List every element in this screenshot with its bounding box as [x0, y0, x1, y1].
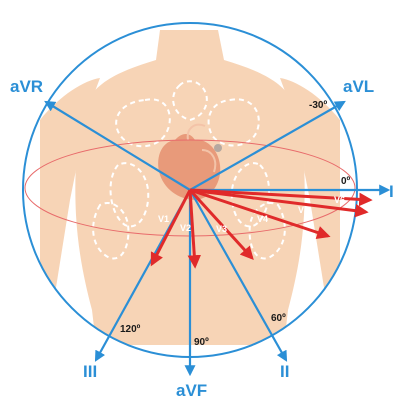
vector-v3: [188, 188, 254, 260]
axis-avr: [44, 100, 191, 191]
precordial-lead-vectors: [150, 188, 373, 269]
label-v2: V2: [180, 223, 191, 233]
label-avf: aVF: [176, 381, 207, 400]
label-v1: V1: [158, 214, 169, 224]
label-i: I: [389, 182, 394, 201]
vector-v1: [150, 189, 192, 267]
angle-avf: 90º: [194, 337, 209, 348]
label-avl: aVL: [343, 77, 374, 96]
vector-v5: [189, 188, 369, 218]
angle-iii: 120º: [120, 324, 141, 335]
angle-avl: -30º: [309, 100, 327, 111]
label-v5: V5: [298, 205, 309, 215]
angle-i: 0º: [341, 176, 351, 187]
label-iii: III: [83, 362, 97, 381]
angle-ii: 60º: [271, 313, 286, 324]
label-ii: II: [280, 362, 289, 381]
vector-v2: [187, 189, 202, 269]
label-avr: aVR: [10, 77, 43, 96]
axis-avl: [189, 100, 346, 191]
vector-v4: [189, 188, 331, 239]
label-v4: V4: [257, 214, 268, 224]
heart: [158, 123, 222, 200]
precordial-labels: V1 V2 V3 V4 V5 V6: [158, 195, 345, 234]
label-v3: V3: [216, 224, 227, 234]
axis-ii: [189, 189, 288, 362]
label-v6: V6: [334, 195, 345, 205]
vector-v6: [189, 188, 373, 207]
